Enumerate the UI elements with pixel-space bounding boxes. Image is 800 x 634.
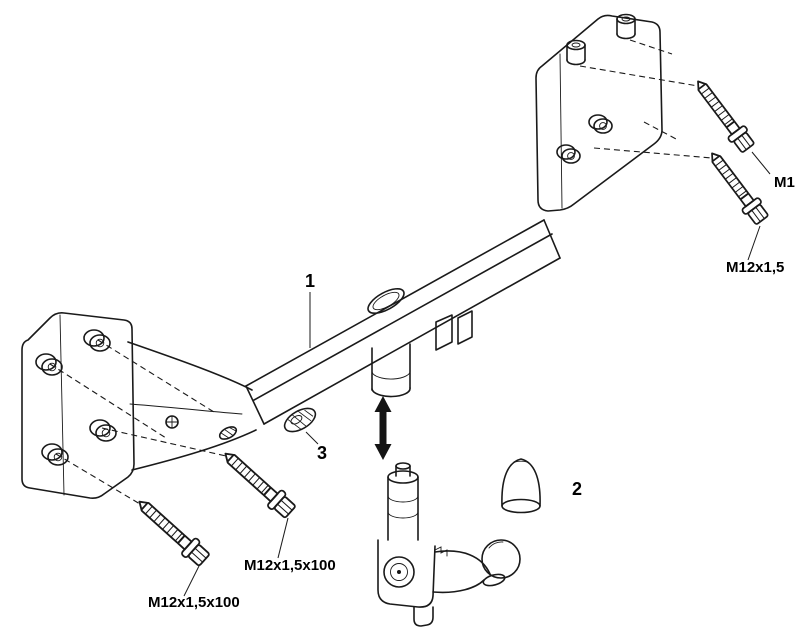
leader-line [183, 563, 201, 597]
bushing [83, 329, 111, 352]
beam-top-hole [367, 287, 405, 315]
leader-line [747, 225, 761, 261]
bushing [616, 13, 636, 40]
right-mounting-plate [535, 13, 663, 212]
projection-lines-left [49, 339, 227, 505]
bolt-label-left-upper: M12x1,5x100 [244, 557, 336, 574]
leader-line [751, 151, 771, 175]
leader-line [277, 517, 289, 559]
left-mounting-plate [21, 312, 257, 499]
bushing [556, 144, 581, 164]
crossbar-beam [245, 219, 561, 425]
detachable-towball [377, 462, 521, 627]
lock-part [283, 407, 317, 433]
bolt-label-left-lower: M12x1,5x100 [148, 594, 240, 611]
ball-receiver-socket [371, 343, 411, 398]
bolt-right-upper [697, 80, 755, 153]
callout-towball: 2 [572, 479, 582, 499]
bushing [35, 353, 63, 376]
bushing [89, 419, 117, 442]
left-arm [127, 341, 257, 471]
bolt-left-lower [138, 500, 210, 567]
projection-lines-right [579, 39, 713, 159]
beam-mounting-tabs [435, 310, 473, 351]
bushing [566, 39, 586, 66]
bushing [588, 114, 613, 134]
leader-line [305, 431, 319, 445]
bolt-label-right-upper: M1 [774, 174, 795, 191]
bolt-label-right-lower: M12x1,5 [726, 259, 784, 276]
insertion-direction-arrow-icon [374, 396, 392, 460]
bolt-left-upper [224, 452, 296, 519]
callout-crossbar: 1 [305, 271, 315, 291]
bushing [41, 443, 69, 466]
ball-cover-cap [501, 458, 541, 514]
bolt-right-lower [711, 152, 769, 225]
callout-lock-part: 3 [317, 443, 327, 463]
